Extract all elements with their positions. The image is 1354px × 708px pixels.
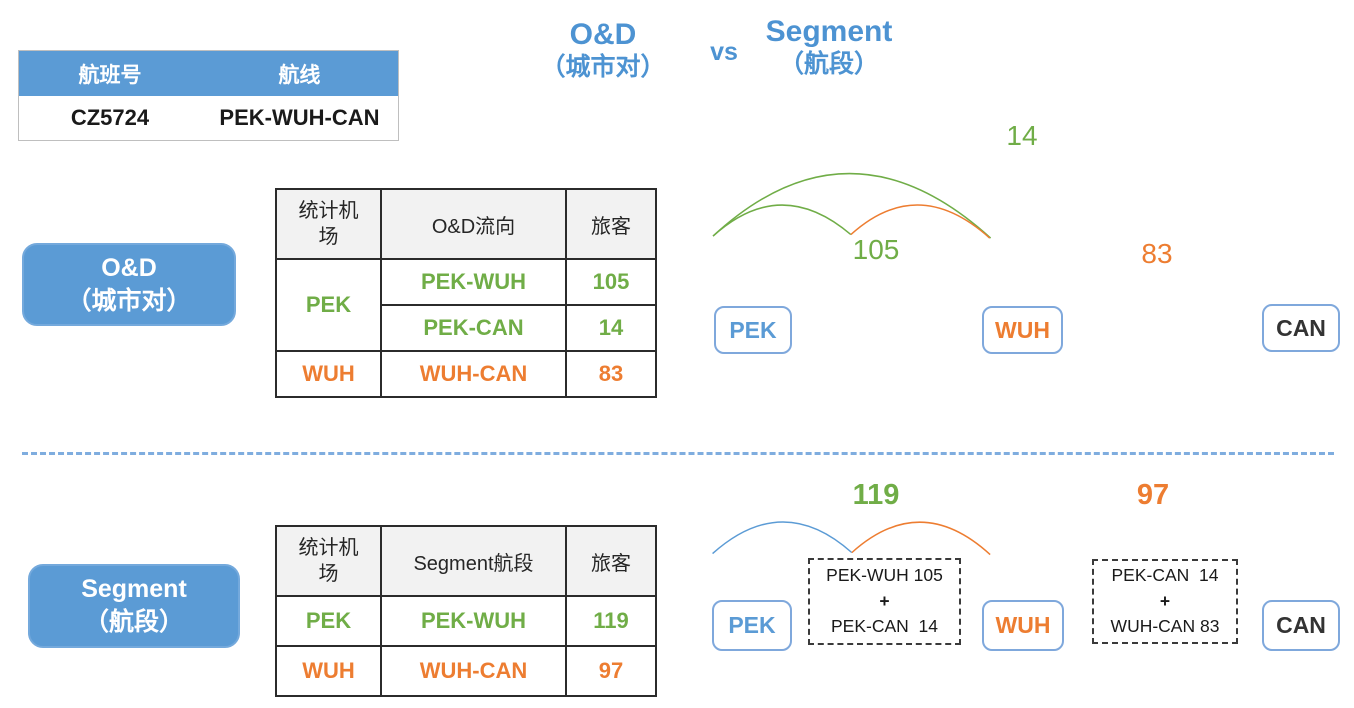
od-table-row: PEK-CAN 14 — [276, 304, 657, 352]
od-pax-wuh-can: 83 — [565, 350, 657, 398]
title-od-line2: （城市对） — [540, 53, 666, 81]
od-airport-pek: PEK — [275, 258, 382, 352]
od-flow-pek-wuh: PEK-WUH — [380, 258, 567, 306]
title-od: O&D （城市对） — [500, 18, 706, 83]
od-label-line1: O&D — [101, 253, 157, 282]
sum-box-line2: PEK-CAN 14 — [831, 616, 938, 637]
flight-info-header-row: 航班号 航线 — [19, 51, 398, 96]
route-value: PEK-WUH-CAN — [219, 105, 380, 130]
od-table-header-airport: 统计机场 — [275, 188, 382, 260]
title-vs: vs — [710, 38, 738, 66]
flight-info-table: 航班号 航线 CZ5724 PEK-WUH-CAN — [18, 50, 399, 141]
sum-box-line1: PEK-CAN 14 — [1111, 565, 1219, 586]
title-segment-line2: （航段） — [778, 50, 879, 78]
title-od-line1: O&D — [569, 18, 637, 51]
segment-label-line1: Segment — [81, 575, 187, 603]
sum-box-line2: WUH-CAN 83 — [1110, 616, 1220, 637]
title-segment: Segment （航段） — [726, 15, 932, 80]
flight-info-data-row: CZ5724 PEK-WUH-CAN — [19, 96, 398, 140]
segment-label-button: Segment （航段） — [28, 564, 240, 648]
od-arc-value-pek-can: 14 — [1006, 120, 1038, 151]
plus-sign: + — [1159, 590, 1171, 611]
seg-airport-pek: PEK — [275, 595, 382, 647]
od-label-line2: （城市对） — [66, 286, 192, 315]
sum-box-pek-wuh: PEK-WUH 105 + PEK-CAN 14 — [808, 558, 961, 645]
segment-table: 统计机场 Segment航段 旅客 PEK PEK-WUH 119 WUH WU… — [275, 525, 657, 697]
route-header: 航线 — [278, 63, 321, 87]
section-divider — [22, 452, 1334, 455]
od-table-row: PEK PEK-WUH 105 — [275, 258, 657, 352]
od-node-pek: PEK — [714, 306, 792, 354]
segment-table-header-airport: 统计机场 — [275, 525, 382, 597]
flight-no-value: CZ5724 — [70, 105, 150, 130]
segment-table-header-pax: 旅客 — [565, 525, 657, 597]
od-node-wuh: WUH — [982, 306, 1063, 354]
od-table-header-flow: O&D流向 — [380, 188, 567, 260]
seg-arc-pek-wuh — [712, 521, 853, 555]
od-table: 统计机场 O&D流向 旅客 PEK PEK-WUH 105 PEK-CAN 14… — [275, 188, 657, 398]
seg-arc-value-wuh-can: 97 — [1136, 479, 1170, 511]
seg-pax-pek-wuh: 119 — [565, 595, 657, 647]
od-table-row: WUH WUH-CAN 83 — [275, 350, 657, 398]
plus-sign: + — [879, 590, 890, 611]
arc-wuh-can — [850, 204, 991, 239]
sum-box-line1: PEK-WUH 105 — [826, 565, 943, 586]
od-table-header-pax: 旅客 — [565, 188, 657, 260]
od-arc-value-pek-wuh: 105 — [852, 234, 900, 265]
arc-pek-wuh — [712, 204, 852, 237]
seg-pax-wuh-can: 97 — [565, 645, 657, 697]
segment-table-row: WUH WUH-CAN 97 — [275, 645, 657, 697]
od-label-button: O&D （城市对） — [22, 243, 236, 326]
flight-no-header: 航班号 — [78, 63, 142, 87]
seg-node-can: CAN — [1262, 600, 1340, 651]
title-segment-line1: Segment — [765, 15, 893, 48]
seg-flow-wuh-can: WUH-CAN — [380, 645, 567, 697]
segment-table-header-flow: Segment航段 — [380, 525, 567, 597]
od-flow-wuh-can: WUH-CAN — [380, 350, 567, 398]
arc-pek-can — [712, 172, 992, 239]
seg-arc-value-pek-wuh: 119 — [852, 479, 900, 511]
segment-label-line2: （航段） — [83, 608, 184, 636]
segment-arc-diagram — [712, 521, 991, 556]
seg-airport-wuh: WUH — [275, 645, 382, 697]
seg-node-wuh: WUH — [982, 600, 1064, 651]
od-pax-pek-wuh: 105 — [565, 258, 657, 306]
segment-table-row: PEK PEK-WUH 119 — [275, 595, 657, 647]
seg-node-pek: PEK — [712, 600, 792, 651]
od-arc-value-wuh-can: 83 — [1141, 238, 1173, 269]
od-flow-pek-can: PEK-CAN — [380, 304, 567, 352]
od-pax-pek-can: 14 — [565, 304, 657, 352]
seg-flow-pek-wuh: PEK-WUH — [380, 595, 567, 647]
seg-arc-wuh-can — [851, 521, 991, 556]
od-node-can: CAN — [1262, 304, 1340, 352]
od-arc-diagram — [712, 172, 992, 239]
od-airport-wuh: WUH — [275, 350, 382, 398]
sum-box-wuh-can: PEK-CAN 14 + WUH-CAN 83 — [1092, 559, 1238, 644]
